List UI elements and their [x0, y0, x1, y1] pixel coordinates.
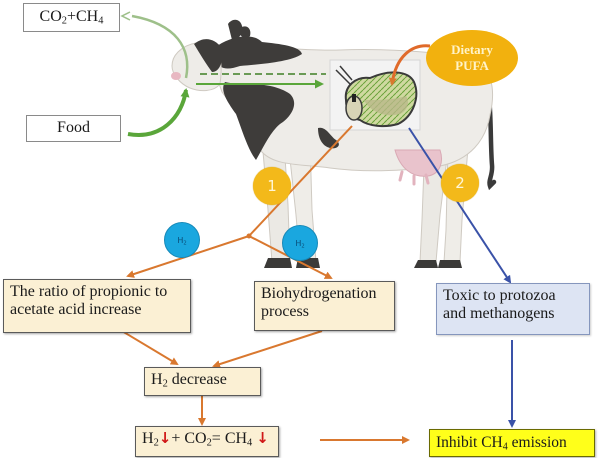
- pathway-1-number: 1: [267, 177, 277, 195]
- rumen-illustration: [335, 65, 418, 128]
- h2-badge-left: H2: [164, 222, 200, 258]
- methane-equation-box: H2↓+ CO2= CH4 ↓: [135, 426, 279, 457]
- equation-label: H2↓+ CO2= CH4 ↓: [142, 429, 269, 449]
- food-label: Food: [57, 119, 90, 137]
- pathway-2-arrows: [408, 127, 516, 428]
- h2-label: H2: [295, 238, 305, 249]
- propionic-ratio-box: The ratio of propionic to acetate acid i…: [3, 279, 191, 333]
- toxic-box: Toxic to protozoa and methanogens: [436, 283, 590, 335]
- food-box: Food: [26, 115, 121, 142]
- decrease-arrow-icon: ↓: [256, 429, 269, 447]
- inhibit-methane-box: Inhibit CH4 emission: [429, 429, 595, 457]
- exhaust-arrow: [131, 14, 189, 79]
- bio-to-h2-arrow: [212, 330, 323, 368]
- exhaust-gas-label: CO2+CH4: [39, 8, 104, 27]
- dietary-pufa-bubble: Dietary PUFA: [426, 30, 518, 86]
- h2-badge-right: H2: [282, 225, 318, 261]
- h2-decrease-box: H2 decrease: [144, 367, 261, 396]
- pathway1-main-line: [248, 125, 353, 237]
- h2-label: H2: [177, 235, 187, 246]
- cow-udder: [394, 149, 442, 177]
- biohydrogenation-line2: process: [261, 303, 309, 321]
- pathway-2-number: 2: [455, 174, 465, 192]
- food-arrow: [127, 88, 190, 137]
- biohydrogenation-box: Biohydrogenation process: [254, 281, 395, 331]
- pufa-to-rumen-arrow: [388, 44, 431, 86]
- propionic-to-h2-arrow: [121, 330, 179, 366]
- pathway-1-arrows: [121, 125, 410, 444]
- pufa-line1: Dietary: [451, 42, 493, 58]
- pathway2-main-line: [408, 127, 512, 284]
- propionic-line1: The ratio of propionic to: [10, 283, 168, 300]
- pathway-2-badge: 2: [441, 164, 479, 202]
- propionic-line2: acetate acid increase: [10, 301, 142, 319]
- intake-exhaust-arrows: [120, 11, 326, 137]
- toxic-line2: and methanogens: [443, 305, 555, 323]
- exhaust-gas-box: CO2+CH4: [23, 3, 120, 32]
- toxic-line1: Toxic to protozoa: [443, 287, 556, 304]
- h2-decrease-label: H2 decrease: [151, 371, 227, 390]
- biohydrogenation-line1: Biohydrogenation: [261, 285, 377, 302]
- pathway-1-badge: 1: [253, 167, 291, 205]
- cow-patch: [214, 36, 302, 69]
- decrease-arrow-icon: ↓: [158, 429, 172, 447]
- pufa-line2: PUFA: [455, 58, 489, 73]
- inhibit-label: Inhibit CH4 emission: [436, 434, 567, 453]
